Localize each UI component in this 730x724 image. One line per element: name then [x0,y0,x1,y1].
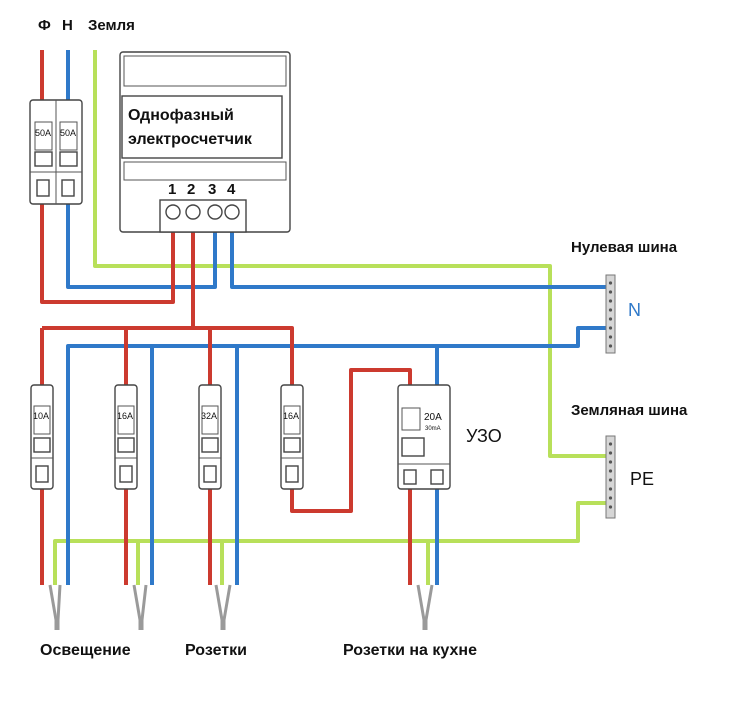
earth-bus [605,435,616,519]
load-label-lighting: Освещение [40,642,131,659]
main-breaker-rating-right: 50A [60,128,76,138]
breaker-2-rating: 16A [117,411,133,421]
load-label-kitchen-sockets: Розетки на кухне [343,642,477,659]
meter-title-line1: Однофазный [128,107,234,124]
neutral-bus-mark: N [628,300,641,320]
meter-title-line2: электросчетчик [128,131,253,148]
neutral-input-label: Н [62,17,73,34]
meter-terminal-1: 1 [168,181,176,198]
rcd-rating: 20A [424,412,442,423]
meter-terminal-2: 2 [187,181,195,198]
earth-bus-title: Земляная шина [571,402,688,419]
neutral-bus-title: Нулевая шина [571,239,678,256]
neutral-wires [66,50,610,585]
meter-terminal-3: 3 [208,181,216,198]
neutral-bus [605,274,616,354]
main-breaker: 50A 50A [29,99,83,205]
breaker-4: 16A [280,384,304,490]
load-label-sockets: Розетки [185,642,247,659]
breaker-3-rating: 32A [201,411,217,421]
rcd-sensitivity: 30mA [425,426,441,432]
breaker-3: 32A [198,384,222,490]
earth-input-label: Земля [88,17,135,34]
phase-input-label: Ф [38,17,51,34]
breaker-1-rating: 10A [33,411,49,421]
rcd-label: УЗО [466,426,502,446]
breaker-4-rating: 16A [283,411,299,421]
phase-wires [40,50,412,585]
electricity-meter: Однофазный электросчетчик 1 2 3 4 [119,51,291,233]
rcd-device: 20A 30mA [397,384,451,490]
cable-bundles [48,584,434,630]
breaker-2: 16A [114,384,138,490]
earth-bus-mark: PE [630,469,654,489]
meter-terminal-4: 4 [227,181,236,198]
breaker-1: 10A [30,384,54,490]
main-breaker-rating-left: 50A [35,128,51,138]
earth-wires [53,50,610,585]
